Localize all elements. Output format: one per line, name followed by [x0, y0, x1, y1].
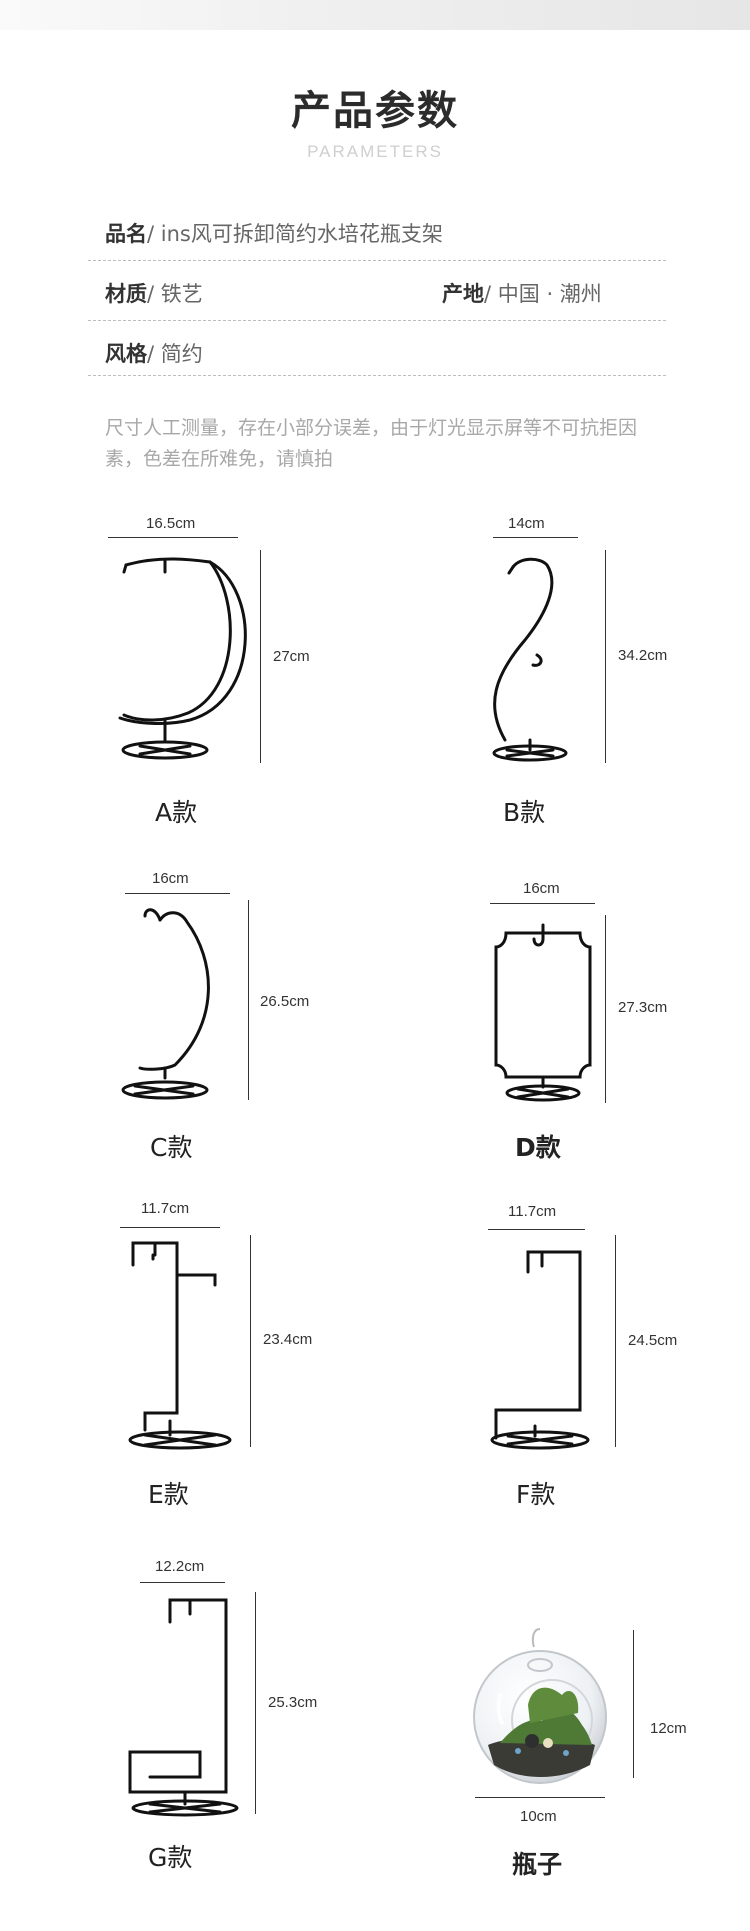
param-material-value: 铁艺 [160, 282, 203, 306]
product-label: A款 [155, 798, 198, 827]
width-label: 16cm [523, 880, 560, 897]
width-line [120, 1227, 220, 1228]
width-line [125, 893, 230, 894]
top-banner-strip [0, 0, 750, 30]
param-name-key: 品名 [105, 222, 147, 246]
product-label: B款 [503, 798, 546, 827]
divider [88, 260, 666, 261]
glass-bottle-drawing [473, 1628, 607, 1784]
param-style-key: 风格 [105, 342, 147, 366]
width-label: 11.7cm [508, 1203, 557, 1220]
width-label: 16cm [152, 870, 189, 887]
width-label: 10cm [520, 1808, 557, 1825]
param-origin-key: 产地 [442, 282, 484, 306]
width-line [140, 1582, 225, 1583]
height-label: 25.3cm [268, 1694, 318, 1711]
width-label: 16.5cm [146, 515, 196, 532]
height-label: 34.2cm [618, 647, 668, 664]
height-line [255, 1592, 256, 1814]
height-label: 27.3cm [618, 999, 668, 1016]
height-line [248, 900, 249, 1100]
param-name-value: ins风可拆卸简约水培花瓶支架 [160, 222, 443, 246]
product-label: D款 [515, 1133, 561, 1162]
stand-d-drawing [494, 923, 592, 1102]
stand-c-drawing [121, 908, 210, 1100]
param-style-value: 简约 [160, 342, 203, 366]
stand-g-drawing [128, 1598, 239, 1817]
width-line [493, 537, 578, 538]
height-label: 26.5cm [260, 993, 310, 1010]
page-subtitle: PARAMETERS [307, 142, 443, 161]
height-label: 27cm [273, 648, 310, 665]
width-line [108, 537, 238, 538]
height-label: 24.5cm [628, 1332, 678, 1349]
width-line [488, 1229, 585, 1230]
height-line [605, 915, 606, 1103]
height-line [633, 1630, 634, 1778]
width-line [490, 903, 595, 904]
product-label: F款 [516, 1480, 556, 1509]
height-label: 23.4cm [263, 1331, 313, 1348]
product-label: C款 [150, 1133, 193, 1162]
product-label: E款 [148, 1480, 189, 1509]
param-material-row: 材质/ 铁艺 [105, 282, 203, 306]
stand-b-drawing [492, 557, 568, 762]
page-title: 产品参数 [291, 88, 459, 134]
width-label: 12.2cm [155, 1558, 205, 1575]
width-label: 14cm [508, 515, 545, 532]
param-material-key: 材质 [105, 282, 147, 306]
width-label: 11.7cm [141, 1200, 190, 1217]
stand-a-drawing [118, 557, 247, 760]
param-style-row: 风格/ 简约 [105, 342, 203, 366]
param-origin-value: 中国 · 潮州 [497, 282, 602, 306]
stand-e-drawing [128, 1241, 232, 1450]
height-line [605, 550, 606, 763]
width-line [475, 1797, 605, 1798]
param-name-row: 品名/ ins风可拆卸简约水培花瓶支架 [105, 222, 443, 246]
height-line [615, 1235, 616, 1447]
height-line [260, 550, 261, 763]
stand-f-drawing [490, 1250, 590, 1450]
divider [88, 320, 666, 321]
product-label: 瓶子 [512, 1850, 563, 1879]
param-origin-row: 产地/ 中国 · 潮州 [442, 282, 602, 306]
disclaimer-note: 尺寸人工测量，存在小部分误差，由于灯光显示屏等不可抗拒因素，色差在所难免，请慎拍 [105, 417, 638, 470]
product-label: G款 [148, 1843, 193, 1872]
height-line [250, 1235, 251, 1447]
divider [88, 375, 666, 376]
height-label: 12cm [650, 1720, 687, 1737]
